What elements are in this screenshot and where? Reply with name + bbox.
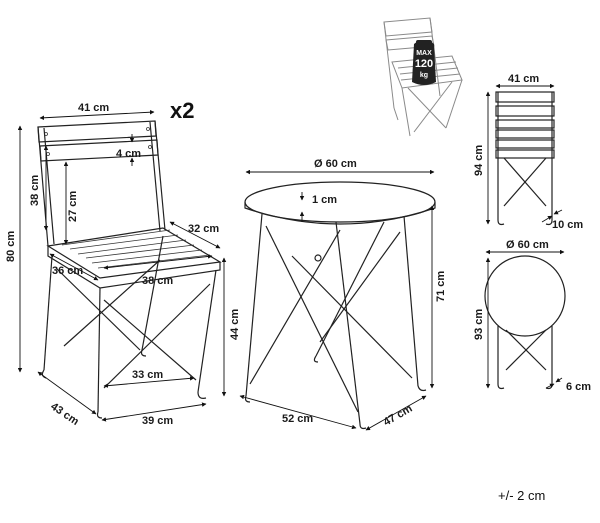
badge-value: 120	[415, 58, 433, 70]
chair-seat-depth-label: 36 cm	[52, 265, 83, 277]
badge-max: MAX	[416, 50, 432, 57]
table-top-thickness-label: 1 cm	[312, 194, 337, 206]
quantity-multiplier: x2	[170, 98, 194, 123]
folded-table-drawing	[484, 255, 566, 390]
tolerance-note: +/- 2 cm	[498, 488, 545, 503]
max-load-badge: MAX 120 kg	[412, 40, 436, 85]
badge-unit: kg	[420, 72, 428, 79]
chair-dimensions: 41 cm 4 cm 38 cm 27 cm 80 cm 32 cm 38 cm…	[5, 102, 241, 428]
chair-backrest-gap-label: 4 cm	[116, 148, 141, 160]
chair-base-width-label: 39 cm	[142, 415, 173, 427]
chair-width-label: 41 cm	[78, 102, 109, 114]
table-drawing	[244, 181, 436, 430]
chair-drawing	[37, 120, 222, 419]
chair-seat-width-label: 38 cm	[142, 275, 173, 287]
chair-total-height-label: 80 cm	[5, 231, 17, 262]
folded-chair-width-label: 41 cm	[508, 73, 539, 85]
folded-chair-thickness-label: 10 cm	[552, 219, 583, 231]
chair-back-height-label: 27 cm	[67, 191, 79, 222]
folded-chair-height-label: 94 cm	[473, 145, 485, 176]
folded-table-height-label: 93 cm	[473, 309, 485, 340]
table-dimensions: Ø 60 cm 1 cm 71 cm 52 cm 47 cm	[239, 158, 447, 431]
table-base-depth-label: 47 cm	[382, 403, 415, 429]
table-base-width-label: 52 cm	[282, 413, 313, 425]
chair-backrest-height-label: 38 cm	[29, 175, 41, 206]
table-height-label: 71 cm	[435, 271, 447, 302]
folded-table-dimensions: Ø 60 cm 93 cm 6 cm	[473, 239, 591, 393]
folded-chair-drawing	[495, 91, 555, 226]
folded-table-diameter-label: Ø 60 cm	[506, 239, 549, 251]
chair-base-depth-label: 43 cm	[48, 401, 81, 429]
table-diameter-label: Ø 60 cm	[314, 158, 357, 170]
folded-chair-dimensions: 41 cm 94 cm 10 cm	[473, 73, 583, 231]
chair-leg-span-label: 33 cm	[132, 369, 163, 381]
chair-seat-depth-side-label: 32 cm	[188, 223, 219, 235]
chair-seat-height-label: 44 cm	[229, 309, 241, 340]
folded-table-thickness-label: 6 cm	[566, 381, 591, 393]
